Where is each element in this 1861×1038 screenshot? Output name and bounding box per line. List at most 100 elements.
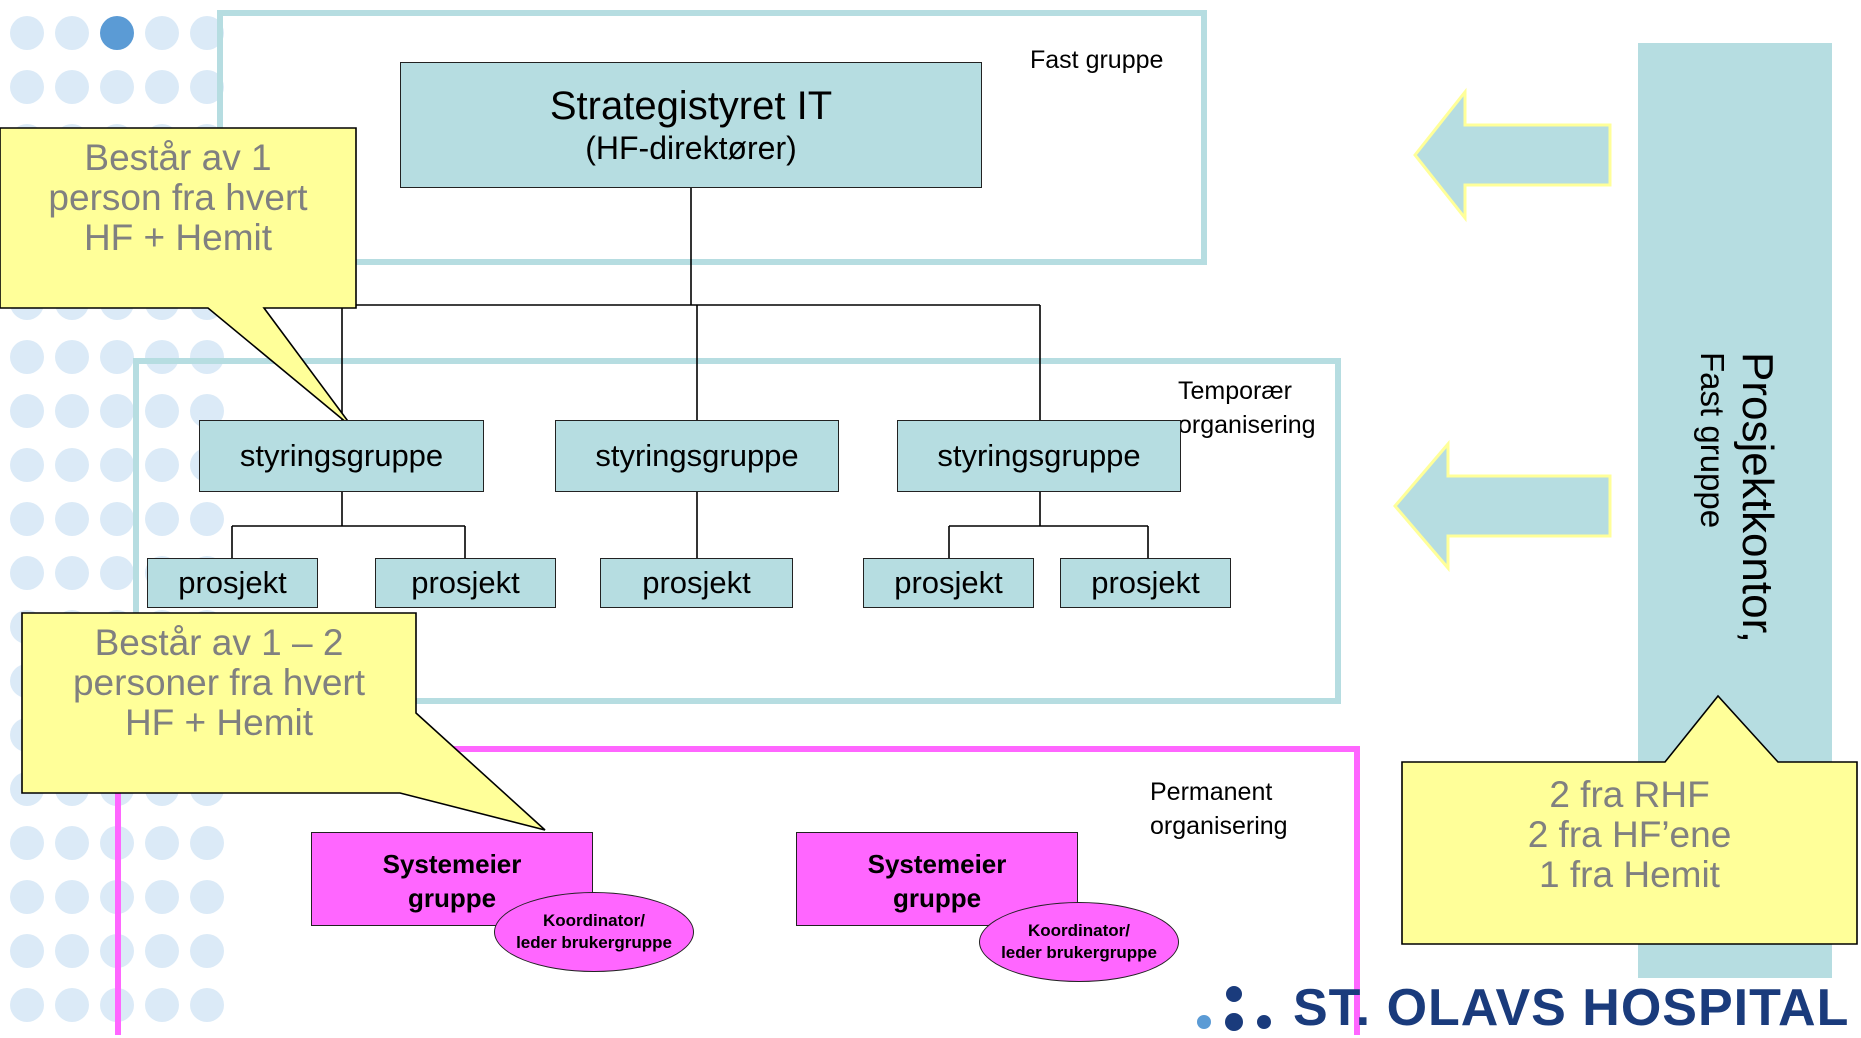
system-owner-group-line1: Systemeier: [382, 849, 522, 879]
background-dot: [190, 502, 224, 536]
background-dot: [100, 70, 134, 104]
background-dot: [55, 880, 89, 914]
callout-office-box: [1401, 694, 1858, 945]
background-dot: [145, 880, 179, 914]
steering-group-node: styringsgruppe: [555, 420, 839, 492]
background-dot: [55, 394, 89, 428]
arrow-left-lower-icon: [1393, 439, 1612, 573]
background-dot: [55, 826, 89, 860]
permanent-organization-frame: [115, 746, 1360, 1035]
background-dot: [100, 394, 134, 428]
background-dot: [10, 988, 44, 1022]
project-office-subtitle: Fast gruppe: [1694, 352, 1731, 529]
background-dot: [55, 934, 89, 968]
permanent-label-line2: organisering: [1150, 812, 1288, 840]
background-dot: [55, 988, 89, 1022]
project-node: prosjekt: [600, 558, 793, 608]
steering-group-node: styringsgruppe: [897, 420, 1181, 492]
coordinator-line2: leder brukergruppe: [516, 933, 672, 952]
coordinator-line2: leder brukergruppe: [1001, 943, 1157, 962]
project-node: prosjekt: [147, 558, 318, 608]
temporary-label-line1: Temporær: [1178, 377, 1292, 405]
callout-steering-line2: person fra hvert: [48, 177, 308, 218]
background-dot: [100, 556, 134, 590]
background-dot: [100, 502, 134, 536]
coordinator-line1: Koordinator/: [1028, 921, 1130, 940]
background-dot: [145, 934, 179, 968]
background-dot: [145, 70, 179, 104]
temporary-label-line2: organisering: [1178, 411, 1316, 439]
system-owner-group-node: Systemeier gruppe: [311, 832, 593, 926]
background-dot: [145, 16, 179, 50]
background-dot: [10, 394, 44, 428]
callout-system-line3: HF + Hemit: [124, 702, 314, 743]
project-node: prosjekt: [863, 558, 1034, 608]
coordinator-ellipse: Koordinator/ leder brukergruppe: [494, 892, 694, 972]
background-dot: [145, 340, 179, 374]
background-dot: [10, 340, 44, 374]
permanent-label-line1: Permanent: [1150, 778, 1273, 806]
fast-group-label: Fast gruppe: [1030, 46, 1164, 74]
background-dot: [10, 448, 44, 482]
background-dot: [55, 448, 89, 482]
callout-office-line2: 2 fra HF’ene: [1527, 814, 1732, 855]
strategy-board-node: Strategistyret IT (HF-direktører): [400, 62, 982, 188]
callout-steering-line1: Består av 1: [84, 137, 272, 178]
strategy-board-subtitle: (HF-direktører): [585, 130, 797, 166]
logo-text: ST. OLAVS HOSPITAL: [1293, 979, 1850, 1037]
background-dot: [190, 340, 224, 374]
steering-group-node: styringsgruppe: [199, 420, 484, 492]
background-dot: [190, 988, 224, 1022]
callout-office-line3: 1 fra Hemit: [1539, 854, 1720, 895]
background-dot: [10, 556, 44, 590]
system-owner-group-line2: gruppe: [892, 883, 982, 913]
background-dot: [100, 16, 134, 50]
callout-system-box: [21, 612, 546, 831]
callout-office-line1: 2 fra RHF: [1549, 774, 1710, 815]
system-owner-group-line1: Systemeier: [867, 849, 1007, 879]
callout-system-text: Består av 1 – 2 personer fra hvert HF + …: [22, 623, 416, 743]
background-dot: [10, 16, 44, 50]
background-dot: [55, 556, 89, 590]
callout-steering-box: [0, 127, 357, 429]
background-dot: [145, 448, 179, 482]
background-dot: [190, 70, 224, 104]
background-dot: [190, 16, 224, 50]
strategy-board-title: Strategistyret IT: [549, 84, 833, 128]
coordinator-line1: Koordinator/: [543, 911, 645, 930]
background-dot: [100, 340, 134, 374]
project-office-title: Prosjektkontor,: [1733, 352, 1782, 644]
background-dot: [145, 394, 179, 428]
coordinator-ellipse: Koordinator/ leder brukergruppe: [979, 902, 1179, 982]
background-dot: [10, 70, 44, 104]
background-dot: [190, 394, 224, 428]
temporary-organization-frame: [133, 358, 1341, 704]
callout-office-text: 2 fra RHF 2 fra HF’ene 1 fra Hemit: [1402, 775, 1857, 895]
project-office-label: Prosjektkontor, Fast gruppe: [1652, 352, 1782, 772]
background-dot: [55, 340, 89, 374]
callout-steering-line3: HF + Hemit: [83, 217, 273, 258]
callout-system-line2: personer fra hvert: [72, 662, 366, 703]
logo-dots-icon: [1197, 986, 1271, 1031]
background-dot: [55, 16, 89, 50]
background-dot: [145, 502, 179, 536]
background-dot: [100, 448, 134, 482]
callout-system-line1: Består av 1 – 2: [94, 622, 344, 663]
background-dot: [10, 934, 44, 968]
background-dot: [10, 502, 44, 536]
background-dot: [145, 988, 179, 1022]
callout-steering-text: Består av 1 person fra hvert HF + Hemit: [0, 138, 356, 258]
background-dot: [10, 826, 44, 860]
project-node: prosjekt: [375, 558, 556, 608]
background-dot: [55, 70, 89, 104]
st-olavs-hospital-logo: ST. OLAVS HOSPITAL: [1188, 979, 1858, 1037]
background-dot: [190, 934, 224, 968]
background-dot: [145, 826, 179, 860]
background-dot: [10, 880, 44, 914]
system-owner-group-line2: gruppe: [407, 883, 497, 913]
background-dot: [190, 880, 224, 914]
background-dot: [55, 502, 89, 536]
arrow-left-upper-icon: [1413, 87, 1612, 223]
project-node: prosjekt: [1060, 558, 1231, 608]
